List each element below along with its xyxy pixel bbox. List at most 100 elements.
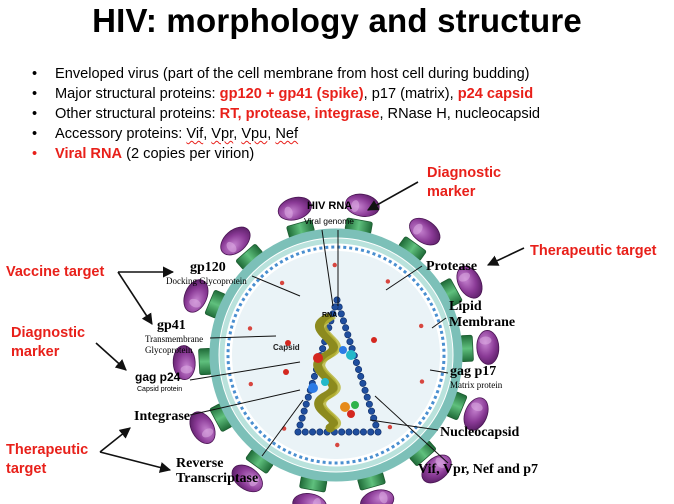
matrix-dot — [247, 326, 253, 331]
capsid-bead — [342, 324, 350, 332]
internal-proteins — [283, 337, 377, 418]
highlight-spike: gp120 + gp41 (spike) — [219, 86, 364, 102]
callout-therapeutic-target-right: Therapeutic target — [530, 243, 657, 259]
rna-strand-1 — [313, 313, 338, 433]
label-membrane: Membrane — [449, 315, 516, 330]
arrow-diagnostic-left — [95, 342, 127, 371]
capsid-bead — [316, 428, 324, 436]
label-viral-genome: Viral genome — [304, 216, 354, 226]
label-gag-p17-sub: Matrix protein — [450, 380, 503, 390]
highlight-capsid: p24 capsid — [457, 86, 534, 102]
highlight-viral-rna: Viral RNA — [55, 146, 123, 162]
bullet-text: Accessory proteins: — [55, 126, 187, 142]
label-gag-p17: gag p17 — [450, 364, 497, 379]
capsid-bead — [300, 407, 308, 415]
protein-dot — [321, 378, 329, 386]
arrow-diagnostic-top — [367, 181, 419, 211]
bullet-other-proteins: Other structural proteins: RT, protease,… — [30, 104, 540, 124]
accessory-nef: Nef — [275, 126, 299, 142]
leader-line — [209, 335, 277, 339]
bullet-text: , RNase H, nucleocapsid — [379, 106, 541, 122]
callout-text: Diagnostic marker — [427, 165, 502, 200]
capsid-bead — [374, 428, 382, 436]
capsid-bead — [359, 379, 367, 387]
spike-highlight — [458, 272, 470, 282]
leader-line — [431, 317, 447, 329]
capsid-bead — [304, 393, 312, 401]
label-gp120-sub: Docking Glycoprotein — [166, 276, 247, 286]
capsid-bead — [294, 428, 302, 436]
spike-highlight — [351, 200, 360, 213]
lipid-membrane-outer — [209, 228, 463, 482]
label-protease: Protease — [426, 259, 478, 274]
spike-knob — [463, 397, 489, 431]
spike-highlight — [249, 475, 259, 487]
bullet-viral-rna: Viral RNA (2 copies per virion) — [30, 144, 540, 164]
capsid-bead — [310, 372, 318, 380]
matrix-dot — [335, 442, 340, 448]
spike-highlight — [479, 336, 492, 345]
capsid-bead — [367, 428, 375, 436]
capsid-bead — [370, 414, 378, 422]
label-gp120: gp120 — [190, 260, 226, 275]
label-gag-p24: gag p24 — [135, 370, 181, 384]
capsid-bead — [361, 386, 369, 394]
spike-highlight — [284, 206, 293, 219]
callout-vaccine-target: Vaccine target — [6, 264, 105, 280]
spike-highlight — [202, 428, 214, 438]
label-reverse: Reverse — [176, 456, 224, 471]
slide-title: HIV: morphology and structure — [92, 2, 582, 39]
spike-highlight — [226, 241, 237, 253]
label-gp41-sub2: Glycoprotein — [145, 345, 193, 355]
arrow-vaccine-gp41 — [117, 271, 153, 325]
bullet-text: Enveloped virus (part of the cell membra… — [55, 66, 530, 82]
capsid-bead — [345, 428, 353, 436]
matrix-dot — [418, 323, 424, 329]
capsid-bead — [344, 331, 352, 339]
callout-text: Diagnostic marker — [11, 325, 86, 360]
callout-therapeutic-target-left: Therapeutic target — [6, 441, 90, 479]
leader-line — [189, 361, 301, 381]
protein-dot — [285, 340, 291, 346]
capsid-bead — [319, 345, 327, 353]
bullet-list: Enveloped virus (part of the cell membra… — [30, 64, 540, 164]
matrix-dot — [248, 381, 254, 387]
matrix-dot — [387, 424, 393, 430]
capsid-bead — [365, 400, 373, 408]
spike-knob — [292, 493, 327, 504]
label-hiv-rna: HIV RNA — [307, 200, 353, 212]
label-rna-inner: RNA — [322, 312, 338, 319]
label-nucleocapsid: Nucleocapsid — [440, 425, 520, 440]
capsid-bead — [298, 414, 306, 422]
spike-highlight — [413, 223, 423, 235]
capsid-bead — [296, 421, 304, 429]
protein-dot — [347, 410, 355, 418]
spike — [344, 193, 380, 235]
label-integrase: Integrase — [134, 409, 190, 424]
capsid-bead — [333, 296, 341, 304]
capsid-bead — [302, 400, 310, 408]
callout-arrows — [95, 181, 525, 473]
capsid-bead — [338, 428, 346, 436]
arrow-therapeutic-rt — [99, 451, 172, 473]
spike — [277, 196, 315, 239]
capsid-bead — [363, 393, 371, 401]
arrow-therapeutic-right — [486, 247, 525, 266]
accessory-vpr: Vpr — [211, 126, 234, 142]
capsid-bead — [372, 421, 380, 429]
accessory-vpu: Vpu — [241, 126, 268, 142]
lipid-membrane-inner — [219, 238, 453, 472]
spike — [189, 403, 233, 444]
spike-highlight — [180, 365, 193, 374]
capsid-bead — [339, 317, 347, 325]
callout-diagnostic-marker-left: Diagnostic marker — [11, 324, 93, 362]
spike-highlight — [189, 298, 201, 308]
leader-line — [321, 229, 334, 307]
callout-diagnostic-marker-top: Diagnostic marker — [427, 164, 509, 202]
matrix-dot — [332, 262, 337, 268]
matrix-layer — [226, 245, 446, 465]
spike — [459, 330, 500, 365]
bullet-text: , p17 (matrix), — [363, 86, 458, 102]
label-accessory: Vif, Vpr, Nef and p7 — [418, 462, 539, 477]
protein-dot — [313, 353, 323, 363]
